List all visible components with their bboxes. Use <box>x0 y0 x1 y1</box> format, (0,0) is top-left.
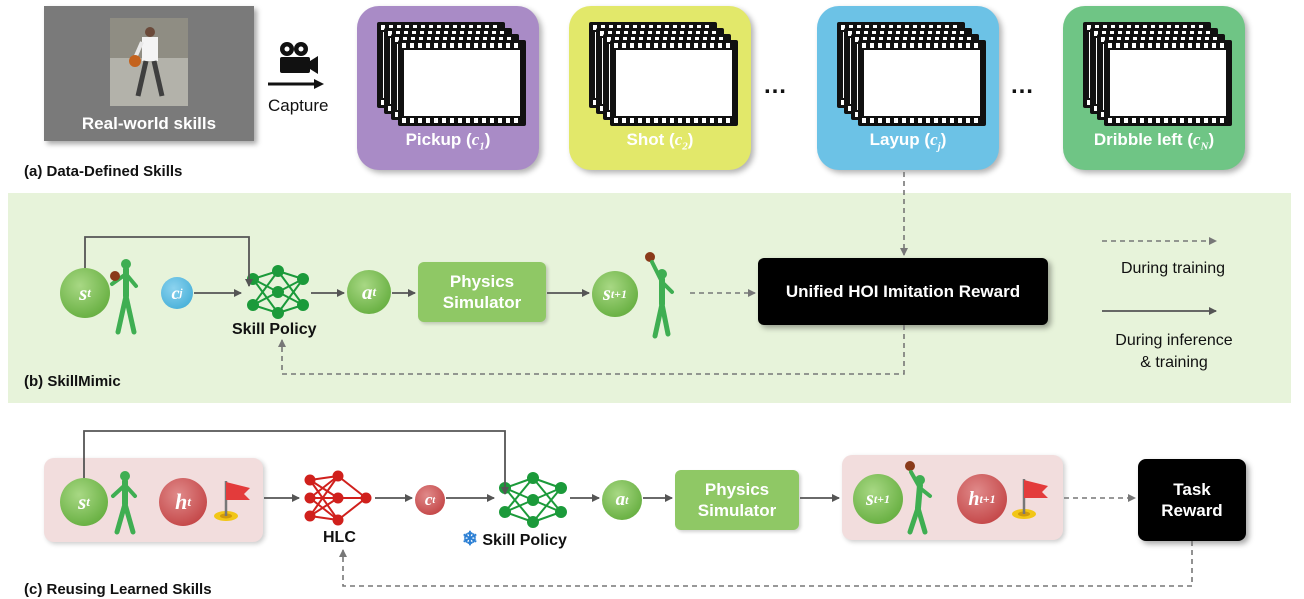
filmstrip-icon <box>610 40 738 126</box>
real-world-photo <box>110 18 188 106</box>
arrow-state-to-policy-b <box>84 236 253 287</box>
goal-flag-icon <box>214 481 250 521</box>
skill-card-dribble-left: Dribble left (cN) <box>1063 6 1245 170</box>
hlc-label: HLC <box>323 529 356 546</box>
film-camera-icon <box>268 42 324 89</box>
filmstrip-icon <box>398 40 526 126</box>
hlc-network-icon <box>304 470 372 526</box>
arrow-task-reward-to-hlc <box>339 541 1193 587</box>
ellipsis-2: … <box>1010 72 1036 99</box>
skillmimic-band <box>8 193 1291 403</box>
skill-label-dribble-left: Dribble left (cN) <box>1093 129 1215 152</box>
unified-hoi-imitation-reward-box: Unified HOI Imitation Reward <box>758 258 1048 325</box>
frozen-skill-policy-label: ❄ Skill Policy <box>462 529 567 550</box>
jumping-figure-icon <box>645 252 674 339</box>
caption-b: (b) SkillMimic <box>24 373 121 390</box>
legend-during-inference-training: During inference& training <box>1115 332 1233 371</box>
arrow-reward-to-policy <box>278 325 905 375</box>
humanoid-figure-icon-c <box>111 471 137 535</box>
skill-label-pickup: Pickup (c1) <box>405 129 491 152</box>
goal-flag-icon-c <box>1012 479 1048 519</box>
arrow-state-to-policy-c <box>83 430 509 495</box>
real-world-skills-panel: Real-world skills <box>44 6 254 141</box>
skill-label-layup: Layup (cj) <box>869 129 947 152</box>
skill-card-layup: Layup (cj) <box>817 6 999 170</box>
skill-label-shot: Shot (c2) <box>626 129 694 152</box>
skill-card-pickup: Pickup (c1) <box>357 6 539 170</box>
humanoid-figure-icon <box>110 259 138 335</box>
jumping-figure-icon-c <box>905 461 932 535</box>
caption-c: (c) Reusing Learned Skills <box>24 581 212 598</box>
caption-a: (a) Data-Defined Skills <box>24 163 183 180</box>
basketball-player-icon <box>110 18 188 106</box>
real-world-skills-label: Real-world skills <box>81 114 217 133</box>
filmstrip-icon <box>858 40 986 126</box>
capture-label: Capture <box>268 96 329 115</box>
ellipsis-1: … <box>763 72 789 99</box>
legend-during-training: During training <box>1120 260 1226 277</box>
skill-policy-label: Skill Policy <box>232 321 317 338</box>
snowflake-icon: ❄ <box>462 529 478 550</box>
filmstrip-icon <box>1104 40 1232 126</box>
skill-card-shot: Shot (c2) <box>569 6 751 170</box>
